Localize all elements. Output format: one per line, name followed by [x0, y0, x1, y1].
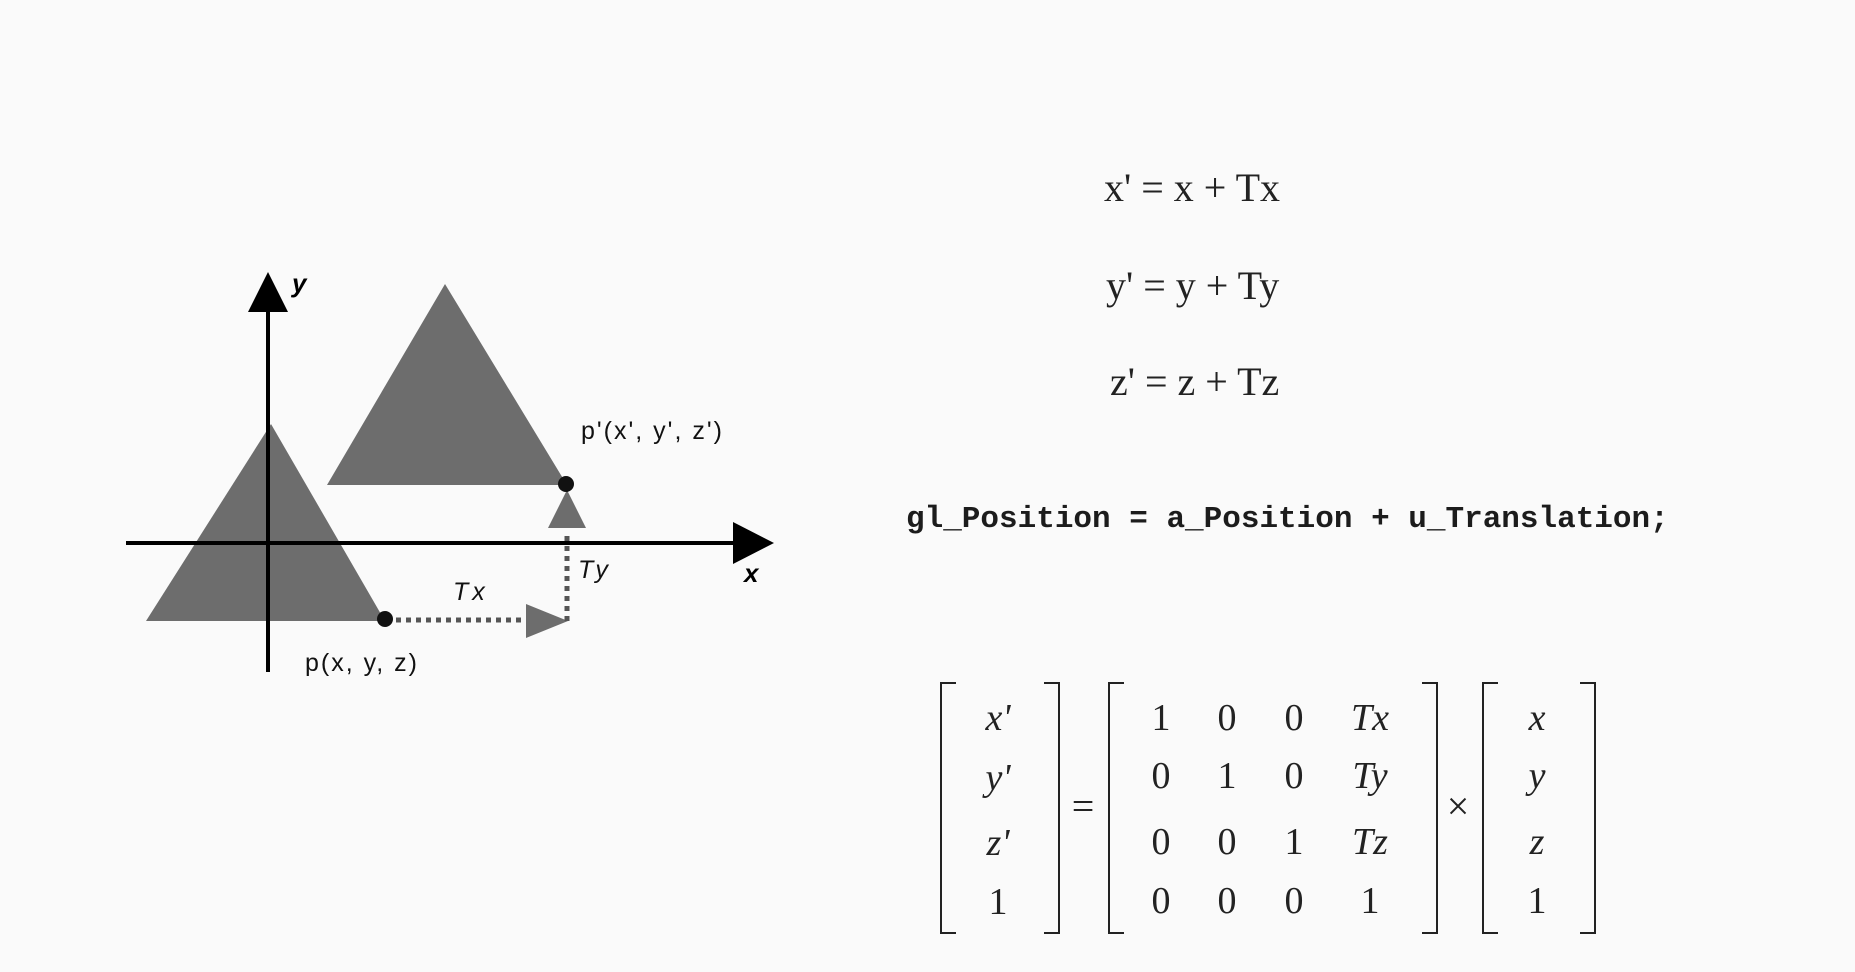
equals-sign: = — [1071, 783, 1095, 829]
multiply-sign: × — [1446, 783, 1470, 829]
left-vector-cell: z' — [986, 822, 1010, 864]
matrix-cell: 0 — [1151, 880, 1171, 922]
right-vector-cell: x — [1528, 697, 1546, 739]
x-axis-label: x — [742, 558, 760, 588]
matrix-cell: Tx — [1351, 697, 1389, 739]
matrix-cell: Ty — [1352, 755, 1388, 797]
right-vector-cell: 1 — [1527, 880, 1547, 922]
matrix-cell: 0 — [1284, 755, 1304, 797]
right-vector-cell: z — [1529, 821, 1545, 863]
matrix-cell: 0 — [1151, 821, 1171, 863]
right-vector-bracket-close — [1580, 682, 1596, 934]
gl-position-code: gl_Position = a_Position + u_Translation… — [906, 502, 1669, 537]
matrix-cell: 0 — [1217, 880, 1237, 922]
original-point-dot — [377, 611, 393, 627]
y-translation-equation: y' = y + Ty — [1106, 263, 1280, 308]
y-axis-label: y — [290, 268, 308, 298]
matrix-cell: 0 — [1151, 755, 1171, 797]
matrix-bracket-close — [1422, 682, 1438, 934]
y-axis-arrowhead — [248, 272, 288, 312]
ty-arrowhead — [548, 490, 586, 528]
matrix-cell: 1 — [1360, 880, 1380, 922]
tx-label: Tx — [453, 578, 489, 606]
matrix-cell: 1 — [1284, 821, 1304, 863]
matrix-cell: 0 — [1284, 880, 1304, 922]
left-vector-bracket-close — [1044, 682, 1060, 934]
translated-point-dot — [558, 476, 574, 492]
x-translation-equation: x' = x + Tx — [1104, 165, 1281, 210]
left-vector-cell: 1 — [988, 881, 1008, 923]
translated-triangle — [327, 284, 567, 485]
original-triangle — [146, 424, 385, 621]
left-vector-bracket-open — [940, 682, 956, 934]
right-vector-bracket-open — [1482, 682, 1498, 934]
left-vector-cell: x' — [985, 697, 1011, 739]
matrix-cell: 1 — [1151, 697, 1171, 739]
left-vector-cell: y' — [985, 757, 1011, 799]
translated-point-label: p'(x', y', z') — [581, 417, 724, 445]
matrix-cell: 1 — [1217, 755, 1237, 797]
tx-arrowhead — [526, 604, 568, 638]
matrix-cell: Tz — [1352, 821, 1388, 863]
matrix-cell: 0 — [1217, 697, 1237, 739]
right-vector-cell: y — [1528, 755, 1546, 797]
ty-label: Ty — [578, 556, 612, 584]
matrix-bracket-open — [1108, 682, 1124, 934]
matrix-cell: 0 — [1284, 697, 1304, 739]
z-translation-equation: z' = z + Tz — [1110, 359, 1280, 404]
x-axis-arrowhead — [733, 522, 774, 564]
matrix-cell: 0 — [1217, 821, 1237, 863]
original-point-label: p(x, y, z) — [305, 649, 419, 677]
